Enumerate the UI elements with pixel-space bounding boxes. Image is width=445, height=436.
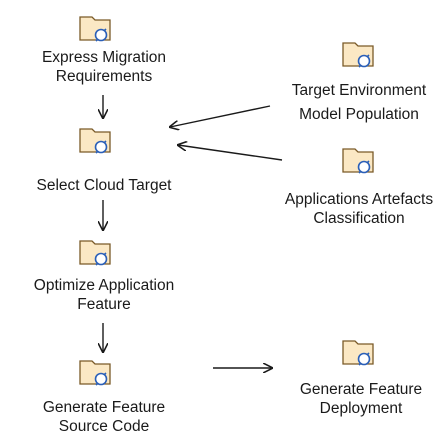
label-line: Generate Feature	[299, 381, 423, 398]
process-icon	[342, 340, 374, 366]
process-icon	[79, 240, 111, 266]
arrow-classification-to-select-cloud	[178, 145, 283, 161]
label-line: Applications Artefacts	[284, 191, 434, 208]
step-label-generate-deployment: Generate Feature Deployment	[286, 380, 436, 418]
label-line: Model Population	[299, 106, 419, 123]
process-icon	[342, 42, 374, 68]
label-line: Feature	[77, 296, 131, 313]
step-label-select-cloud: Select Cloud Target	[25, 176, 183, 195]
step-label-optimize: Optimize Application Feature	[24, 276, 184, 314]
label-line: Classification	[313, 210, 405, 227]
label-line: Generate Feature	[42, 399, 166, 416]
label-line: Source Code	[58, 418, 150, 435]
step-label-target-model: Target Environment Model Population	[279, 81, 439, 124]
process-icon	[79, 128, 111, 154]
step-label-express: Express Migration Requirements	[29, 48, 179, 86]
label-line: Target Environment	[291, 82, 427, 99]
label-line: Requirements	[55, 68, 153, 85]
step-label-generate-source: Generate Feature Source Code	[25, 398, 183, 436]
process-icon	[342, 148, 374, 174]
label-line: Optimize Application	[33, 277, 175, 294]
arrow-target-model-to-select-cloud	[170, 105, 271, 127]
label-line: Select Cloud Target	[36, 177, 172, 194]
process-icon	[79, 16, 111, 42]
label-line: Deployment	[319, 400, 403, 417]
label-line: Express Migration	[41, 49, 167, 66]
step-label-classification: Applications Artefacts Classification	[276, 190, 442, 228]
process-icon	[79, 360, 111, 386]
